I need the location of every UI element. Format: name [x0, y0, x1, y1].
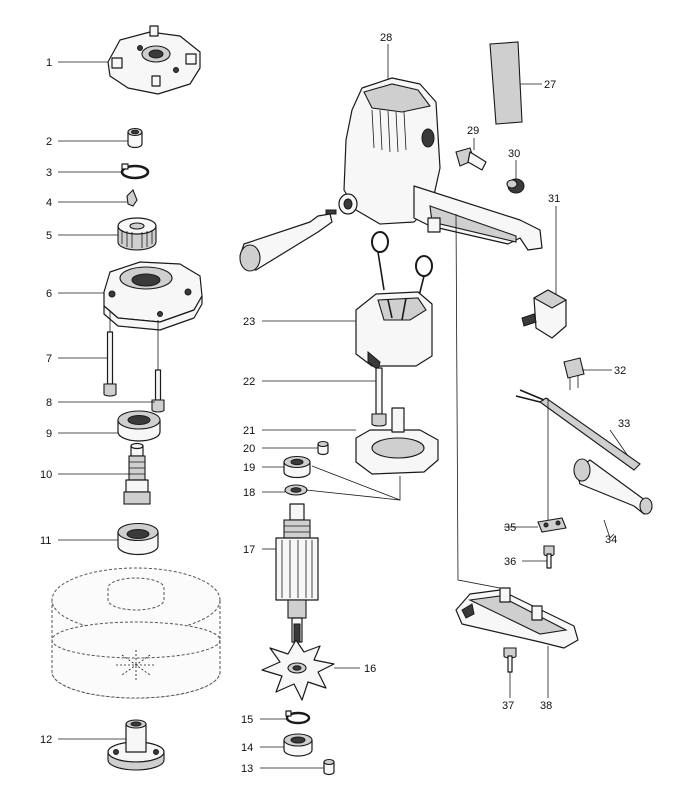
side-grip-handle [239, 209, 337, 272]
callout-4: 4 [46, 197, 52, 209]
callout-18: 18 [243, 487, 255, 499]
part-7-long-screw [103, 310, 117, 397]
part-35-cord-clamp [537, 517, 567, 533]
part-36-clamp-screw [543, 545, 555, 569]
callout-10: 10 [40, 469, 52, 481]
part-16-fan [261, 639, 335, 701]
part-5-spiral-bevel-gear [117, 217, 157, 251]
callout-7: 7 [46, 353, 52, 365]
part-32-noise-suppressor [563, 357, 585, 390]
part-1-gear-housing-cover [107, 25, 201, 95]
callout-6: 6 [46, 288, 52, 300]
callout-21: 21 [243, 425, 255, 437]
callout-35: 35 [504, 522, 516, 534]
callout-23: 23 [243, 316, 255, 328]
part-19-ball-bearing [283, 455, 311, 479]
callout-1: 1 [46, 57, 52, 69]
callout-3: 3 [46, 167, 52, 179]
part-21-baffle-plate [355, 407, 439, 475]
callout-33: 33 [618, 418, 630, 430]
assembly-line-bearing [305, 465, 401, 501]
part-37-cover-screw [503, 647, 517, 673]
callout-31: 31 [548, 193, 560, 205]
callout-32: 32 [614, 365, 626, 377]
assembly-line-handle-cover [455, 213, 501, 589]
part-9-ball-bearing [117, 410, 161, 442]
part-14-ball-bearing [283, 733, 313, 757]
part-4-woodruff-key [126, 189, 138, 207]
callout-5: 5 [46, 230, 52, 242]
part-11-labyrinth-ring [117, 522, 159, 556]
callout-22: 22 [243, 376, 255, 388]
callout-2: 2 [46, 136, 52, 148]
part-30-brush-cap [506, 178, 525, 194]
leader-lines [58, 44, 629, 769]
part-17-armature [275, 503, 319, 643]
part-6-bearing-box [103, 261, 203, 331]
callout-17: 17 [243, 544, 255, 556]
callout-36: 36 [504, 556, 516, 568]
part-33-power-cord [515, 389, 641, 471]
part-13-pin [323, 758, 335, 776]
callout-34: 34 [605, 534, 617, 546]
callout-38: 38 [540, 700, 552, 712]
callout-numbers: 1 2 3 4 5 6 7 8 9 10 11 12 13 14 15 16 1… [40, 32, 630, 775]
callout-15: 15 [241, 714, 253, 726]
callout-20: 20 [243, 443, 255, 455]
callout-13: 13 [241, 763, 253, 775]
callout-30: 30 [508, 148, 520, 160]
callout-11: 11 [40, 535, 51, 547]
callout-14: 14 [241, 742, 253, 754]
carbon-brush-rings [371, 231, 433, 301]
part-8-short-screw [151, 320, 165, 413]
callout-16: 16 [364, 663, 376, 675]
callout-28: 28 [380, 32, 392, 44]
part-12-lock-nut [107, 719, 165, 771]
part-18-rubber-ring [284, 484, 308, 496]
callout-37: 37 [502, 700, 514, 712]
part-29-brush-holder [455, 147, 487, 171]
sanding-pad-outline [51, 567, 221, 699]
callout-12: 12 [40, 734, 52, 746]
part-38-handle-cover [455, 587, 579, 649]
part-2-needle-bearing [127, 127, 143, 149]
callout-29: 29 [467, 125, 479, 137]
callout-9: 9 [46, 428, 52, 440]
part-27-name-plate [489, 41, 523, 125]
part-15-retaining-ring [285, 710, 311, 725]
part-20-pin [317, 440, 329, 456]
part-34-strain-relief [573, 458, 653, 515]
part-22-field-screw [371, 367, 387, 427]
part-10-spindle [123, 442, 151, 505]
part-28-motor-housing [338, 77, 543, 251]
callout-27: 27 [544, 79, 556, 91]
callout-19: 19 [243, 462, 255, 474]
part-3-retaining-ring [120, 163, 150, 180]
part-23-field [355, 291, 433, 371]
callout-8: 8 [46, 397, 52, 409]
part-31-switch [521, 289, 568, 339]
